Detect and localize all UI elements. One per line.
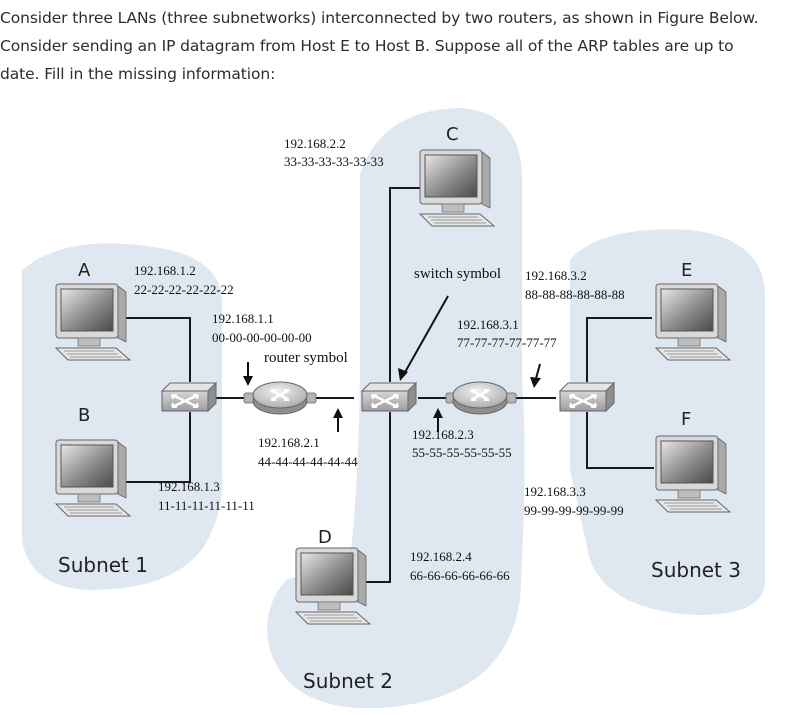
router1-left-mac: 00-00-00-00-00-00 [212,330,312,345]
switch-icon [360,381,418,413]
router2-right-ip: 192.168.3.1 [457,317,519,332]
host-b-label: B [78,405,90,426]
subnet-2-label: Subnet 2 [303,669,393,693]
router-callout: router symbol [264,350,348,366]
link-d-switch2 [366,412,391,583]
host-e-mac: 88-88-88-88-88-88 [525,287,625,302]
router2-left-ip: 192.168.2.3 [412,427,474,442]
link-b-switch1 [125,412,191,483]
host-b-ip: 192.168.1.3 [158,479,220,494]
switch-icon [160,381,218,413]
host-c-mac: 33-33-33-33-33-33 [284,154,384,169]
question-line-2: Consider sending an IP datagram from Hos… [0,37,734,55]
subnet-3-label: Subnet 3 [651,558,741,582]
link-e-switch3 [586,317,652,382]
host-f-ip: 192.168.3.3 [524,484,586,499]
host-e-ip: 192.168.3.2 [525,268,587,283]
host-a-label: A [78,260,91,281]
host-e-label: E [681,260,692,281]
question-line-3: date. Fill in the missing information: [0,65,276,83]
link-a-switch1 [125,317,191,382]
subnet-1-label: Subnet 1 [58,553,148,577]
switch-callout: switch symbol [414,266,501,282]
host-b-mac: 11-11-11-11-11-11 [158,498,255,513]
host-c-ip: 192.168.2.2 [284,136,346,151]
link-f-switch3 [586,412,654,469]
router1-left-ip: 192.168.1.1 [212,311,274,326]
host-f-label: F [681,409,691,430]
question-text: Consider three LANs (three subnetworks) … [0,4,790,88]
router2-right-mac: 77-77-77-77-77-77 [457,335,557,350]
router-icon [451,380,509,416]
host-a-mac: 22-22-22-22-22-22 [134,282,234,297]
host-f-mac: 99-99-99-99-99-99 [524,503,624,518]
router1-right-mac: 44-44-44-44-44-44 [258,454,358,469]
host-d-ip: 192.168.2.4 [410,549,472,564]
switch-icon [558,381,616,413]
router-icon [251,380,309,416]
host-a-ip: 192.168.1.2 [134,263,196,278]
router2-left-mac: 55-55-55-55-55-55 [412,445,512,460]
host-c-label: C [446,124,459,145]
host-d-label: D [318,527,332,548]
arrow-icon [243,295,541,432]
link-c-switch2 [389,187,420,382]
router1-right-ip: 192.168.2.1 [258,435,320,450]
host-d-mac: 66-66-66-66-66-66 [410,568,510,583]
question-line-1: Consider three LANs (three subnetworks) … [0,9,759,27]
